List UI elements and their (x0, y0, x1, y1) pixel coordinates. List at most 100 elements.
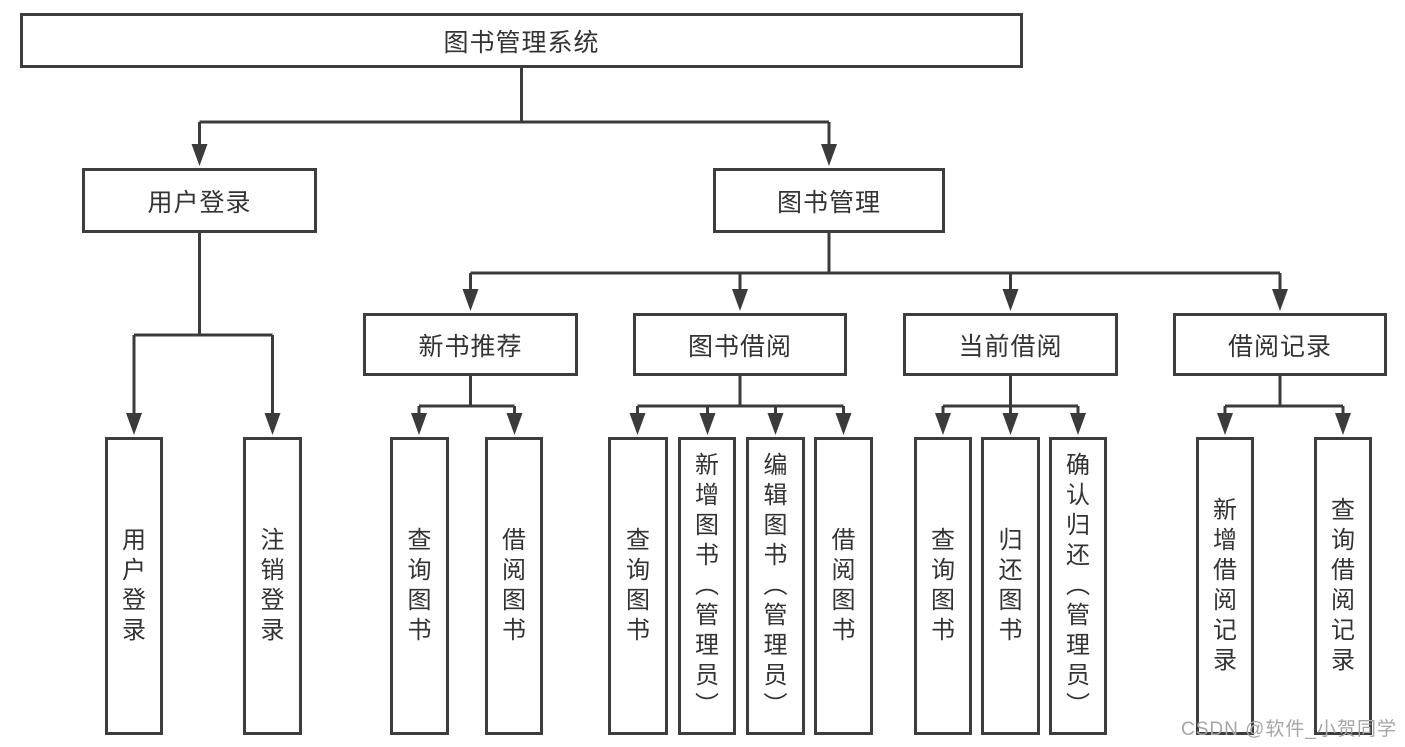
vertical-char: 阅 (1213, 587, 1237, 614)
vertical-char: 辑 (763, 482, 788, 509)
vertical-char: 书 (407, 617, 432, 644)
vertical-char: 借 (502, 527, 526, 554)
vertical-char: 录 (260, 617, 285, 644)
vertical-char: 录 (1331, 647, 1355, 674)
vertical-char: 户 (122, 557, 146, 584)
vertical-char: 借 (1331, 557, 1355, 584)
vertical-char: 查 (1331, 497, 1355, 524)
vertical-char: 管 (695, 602, 719, 629)
node-new-book-recommend: 新书推荐 (363, 313, 578, 376)
leaf-user-login: 用户登录 (105, 437, 163, 735)
leaf-return-books: 归还图书 (981, 437, 1040, 735)
vertical-char: 理 (1066, 632, 1090, 659)
vertical-char: 新 (1213, 497, 1237, 524)
vertical-char: 员 (695, 662, 719, 689)
vertical-char: 书 (502, 617, 526, 644)
vertical-char: ︵ (695, 572, 719, 599)
vertical-char: 查 (626, 527, 650, 554)
leaf-borrow-books-recommend: 借阅图书 (485, 437, 543, 735)
vertical-char: 书 (998, 617, 1023, 644)
vertical-char: 新 (695, 452, 719, 479)
vertical-char: 借 (1213, 557, 1237, 584)
vertical-char: 图 (763, 512, 788, 539)
node-library-system: 图书管理系统 (20, 13, 1023, 68)
vertical-char: 书 (763, 542, 788, 569)
vertical-char: ︵ (763, 572, 788, 599)
leaf-edit-books-admin: 编辑图书 ︵ 管理员 ︶ (746, 437, 805, 735)
vertical-char: 图 (695, 512, 719, 539)
vertical-char: 员 (763, 662, 788, 689)
vertical-char: 图 (831, 587, 856, 614)
vertical-char: 图 (931, 587, 955, 614)
vertical-char: 登 (122, 587, 146, 614)
vertical-char: 图 (626, 587, 650, 614)
vertical-char: 询 (931, 557, 955, 584)
leaf-borrow-books: 借阅图书 (814, 437, 873, 735)
vertical-char: 理 (695, 632, 719, 659)
vertical-char: 归 (1066, 512, 1090, 539)
vertical-char: 增 (1213, 527, 1237, 554)
vertical-char: ︶ (1066, 692, 1090, 719)
leaf-query-books-recommend: 查询图书 (390, 437, 449, 735)
vertical-char: 录 (1213, 647, 1237, 674)
vertical-char: 还 (1066, 542, 1090, 569)
vertical-char: 书 (831, 617, 856, 644)
edge-bookmgmt-to-level3 (469, 233, 1282, 292)
vertical-char: 记 (1213, 617, 1237, 644)
vertical-char: 录 (122, 617, 146, 644)
vertical-char: 阅 (1331, 587, 1355, 614)
leaf-query-books-borrow: 查询图书 (608, 437, 668, 735)
vertical-char: 销 (260, 557, 285, 584)
leaf-confirm-return-admin: 确认归还 ︵ 管理员 ︶ (1049, 437, 1107, 735)
edge-login-to-leaves (132, 233, 274, 416)
vertical-char: 登 (260, 587, 285, 614)
vertical-char: 阅 (502, 557, 526, 584)
vertical-char: ︶ (695, 692, 719, 719)
vertical-char: 注 (260, 527, 285, 554)
edge-records-to-leaves (1223, 376, 1345, 416)
vertical-char: 管 (1066, 602, 1090, 629)
vertical-char: 询 (407, 557, 432, 584)
vertical-char: 记 (1331, 617, 1355, 644)
leaf-add-books-admin: 新增图书 ︵ 管理员 ︶ (678, 437, 736, 735)
vertical-char: 确 (1066, 452, 1090, 479)
vertical-char: ︶ (763, 692, 788, 719)
leaf-query-books-current: 查询图书 (914, 437, 972, 735)
vertical-char: 书 (626, 617, 650, 644)
vertical-char: 询 (1331, 527, 1355, 554)
vertical-char: 员 (1066, 662, 1090, 689)
leaf-add-borrow-record: 新增借阅记录 (1196, 437, 1254, 735)
edge-current-to-leaves (941, 376, 1080, 416)
vertical-char: ︵ (1066, 572, 1090, 599)
vertical-char: 归 (998, 527, 1023, 554)
vertical-char: 图 (502, 587, 526, 614)
vertical-char: 增 (695, 482, 719, 509)
vertical-char: 理 (763, 632, 788, 659)
vertical-char: 还 (998, 557, 1023, 584)
vertical-char: 用 (122, 527, 146, 554)
vertical-char: 书 (931, 617, 955, 644)
vertical-char: 询 (626, 557, 650, 584)
leaf-logout: 注销登录 (243, 437, 302, 735)
vertical-char: 认 (1066, 482, 1090, 509)
leaf-query-borrow-record: 查询借阅记录 (1314, 437, 1372, 735)
vertical-char: 图 (998, 587, 1023, 614)
node-current-borrow: 当前借阅 (903, 313, 1118, 376)
arrowheads-level2 (191, 144, 837, 166)
vertical-char: 借 (831, 527, 856, 554)
vertical-char: 管 (763, 602, 788, 629)
node-book-borrow: 图书借阅 (633, 313, 847, 376)
vertical-char: 书 (695, 542, 719, 569)
vertical-char: 编 (763, 452, 788, 479)
arrowheads-level3 (462, 289, 1288, 311)
edge-newbook-to-leaves (417, 376, 516, 416)
vertical-char: 查 (407, 527, 432, 554)
watermark: CSDN @软件_小贺同学 (1181, 719, 1397, 740)
edge-root-to-level2 (198, 68, 831, 147)
node-borrow-records: 借阅记录 (1173, 313, 1387, 376)
node-book-management: 图书管理 (713, 168, 945, 233)
vertical-char: 查 (931, 527, 955, 554)
vertical-char: 阅 (831, 557, 856, 584)
vertical-char: 图 (407, 587, 432, 614)
